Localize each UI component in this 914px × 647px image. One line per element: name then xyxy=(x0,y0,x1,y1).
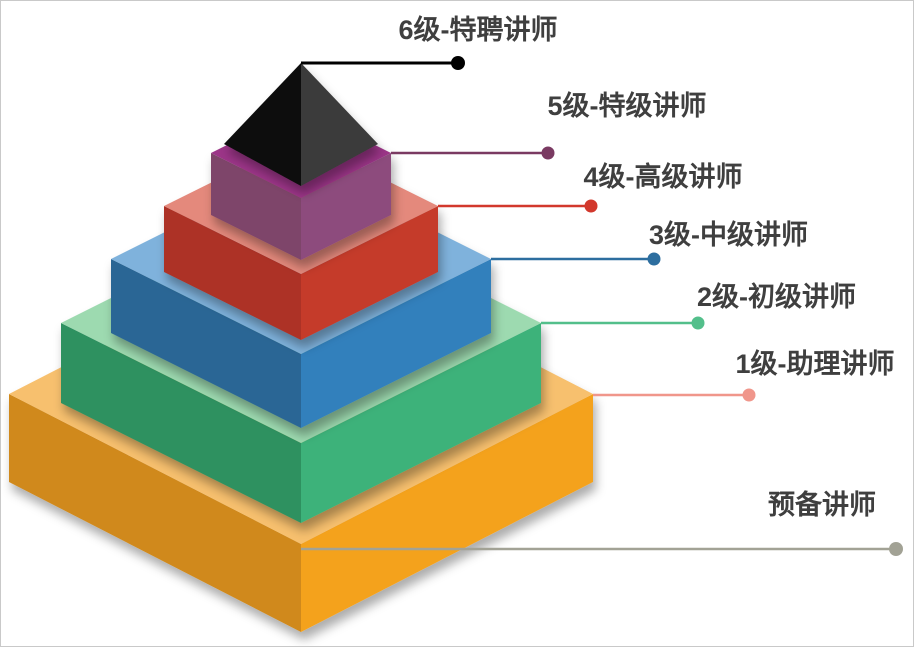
leader-dot-level-4 xyxy=(584,199,598,213)
level-3-right-face xyxy=(301,259,491,428)
level-3-left-face xyxy=(111,259,301,428)
leader-dot-level-5 xyxy=(541,146,555,160)
base-right-face xyxy=(301,394,593,632)
base-left-face xyxy=(9,394,301,632)
label-level-3: 3级-中级讲师 xyxy=(648,220,808,250)
leader-dot-level-2 xyxy=(691,316,705,330)
level-2-right-face xyxy=(301,323,541,523)
level-5-right-face xyxy=(301,153,391,260)
level-4-right-face xyxy=(301,206,438,340)
leader-dot-preparatory xyxy=(889,542,903,556)
label-level-1: 1级-助理讲师 xyxy=(735,349,895,379)
leader-lines xyxy=(301,56,903,556)
label-level-4: 4级-高级讲师 xyxy=(583,162,743,192)
label-preparatory: 预备讲师 xyxy=(768,490,876,520)
leader-dot-level-6 xyxy=(451,56,465,70)
level-6-left-face xyxy=(224,63,301,186)
level-6-right-face xyxy=(301,63,378,186)
leader-dot-level-1 xyxy=(742,388,756,402)
label-level-5: 5级-特级讲师 xyxy=(547,91,707,121)
level-5-left-face xyxy=(211,153,301,260)
label-level-2: 2级-初级讲师 xyxy=(696,282,856,312)
level-4-left-face xyxy=(164,206,301,340)
label-level-6: 6级-特聘讲师 xyxy=(398,15,558,45)
leader-dot-level-3 xyxy=(647,252,661,266)
level-2-left-face xyxy=(61,323,301,523)
pyramid-level-6-peak xyxy=(224,63,378,186)
